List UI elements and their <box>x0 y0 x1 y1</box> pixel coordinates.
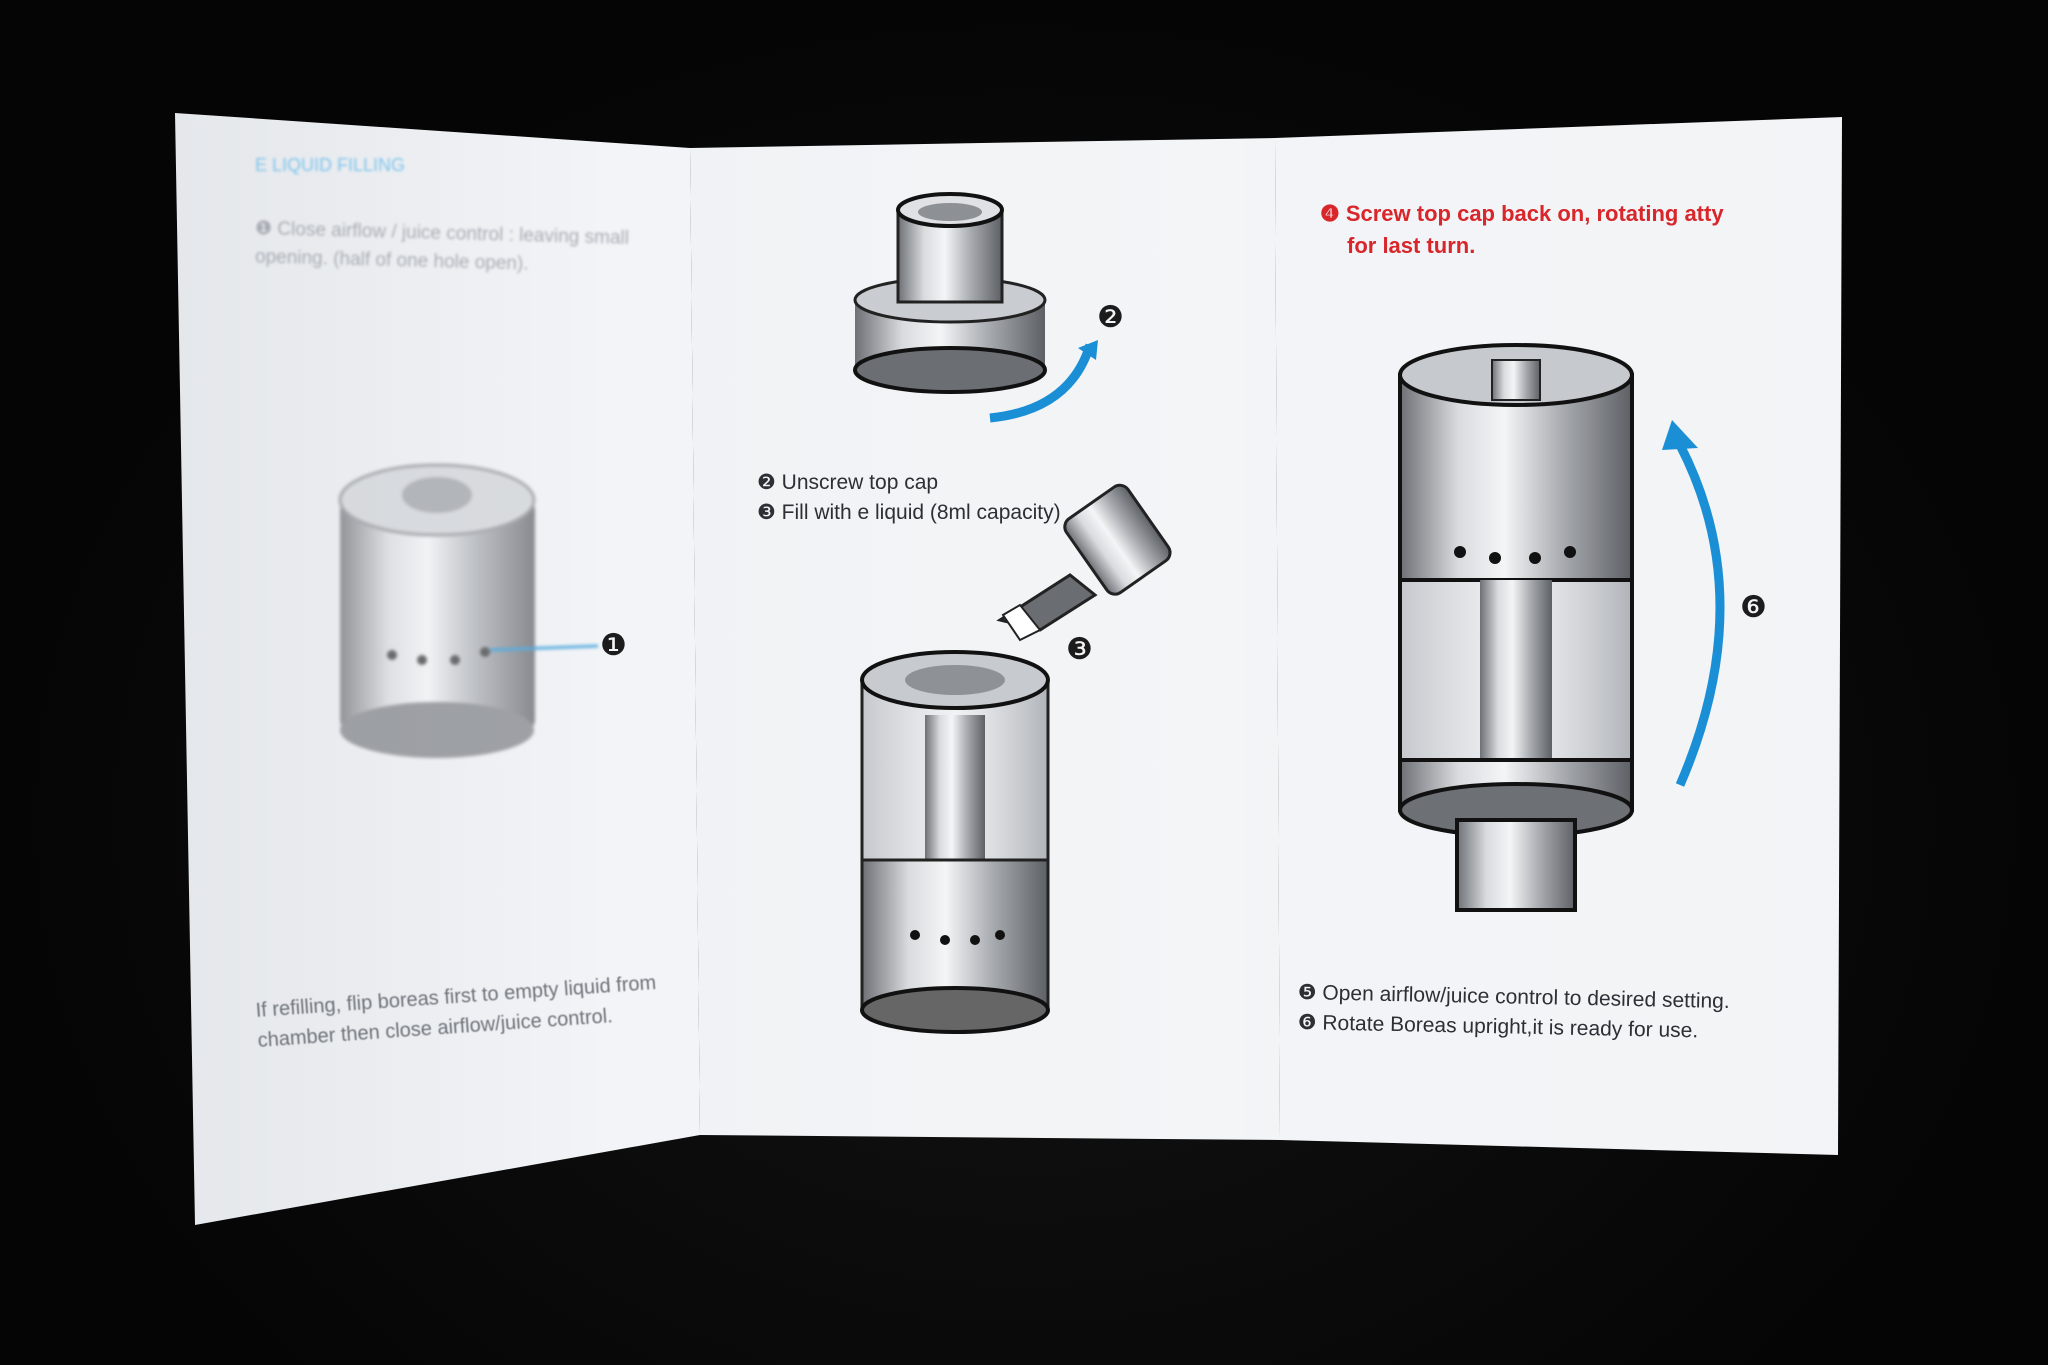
callout-3: ❸ <box>1066 633 1093 666</box>
step4-text-cont: for last turn. <box>1347 233 1476 258</box>
top-cap-illustration <box>853 192 1098 423</box>
callout-6: ❻ <box>1740 591 1767 624</box>
assembled-tank-illustration <box>1398 343 1725 912</box>
step2-text: ❷ Unscrew top cap <box>757 471 939 494</box>
left-atomizer-illustration <box>338 463 599 758</box>
step4-text: ❹ Screw top cap back on, rotating atty <box>1320 201 1724 226</box>
section-heading: E LIQUID FILLING <box>255 155 406 175</box>
open-tank-illustration <box>860 650 1050 1034</box>
callout-2: ❷ <box>1097 301 1124 334</box>
callout-1: ❶ <box>600 629 627 662</box>
step3-text: ❸ Fill with e liquid (8ml capacity) <box>757 501 1061 524</box>
